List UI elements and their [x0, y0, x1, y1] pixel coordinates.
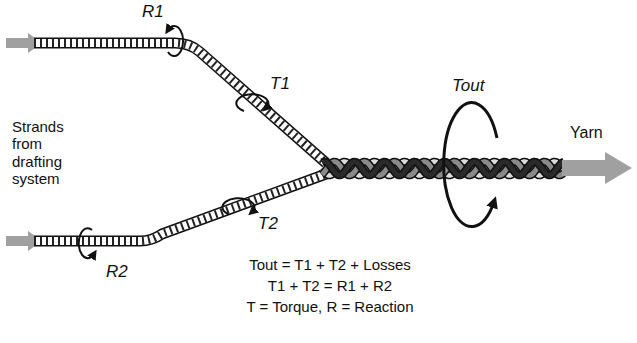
strand-outline [34, 43, 326, 163]
strand-body [34, 43, 326, 163]
output-arrow [562, 152, 632, 184]
torque-arrow [236, 94, 268, 111]
torque-label: T2 [258, 214, 278, 234]
strand-group [34, 43, 326, 241]
strand-twist [34, 174, 326, 241]
reaction-arrow [79, 228, 94, 258]
output-label: Yarn [570, 124, 603, 142]
strand-twist [34, 43, 326, 163]
equation: T1 + T2 = R1 + R2 [268, 277, 392, 294]
strand-body [34, 174, 326, 241]
torque-label: Tout [452, 76, 484, 96]
strand-outline [34, 174, 326, 241]
torque-arrow [222, 198, 254, 214]
torque-label: T1 [270, 74, 290, 94]
equation: T = Torque, R = Reaction [246, 298, 413, 315]
reaction-label: R1 [142, 2, 164, 22]
reaction-arrow [168, 26, 183, 56]
equation: Tout = T1 + T2 + Losses [249, 256, 411, 273]
reaction-label: R2 [106, 262, 128, 282]
input-note: Strands from drafting system [12, 118, 92, 187]
output-torque-arrow [444, 103, 497, 227]
